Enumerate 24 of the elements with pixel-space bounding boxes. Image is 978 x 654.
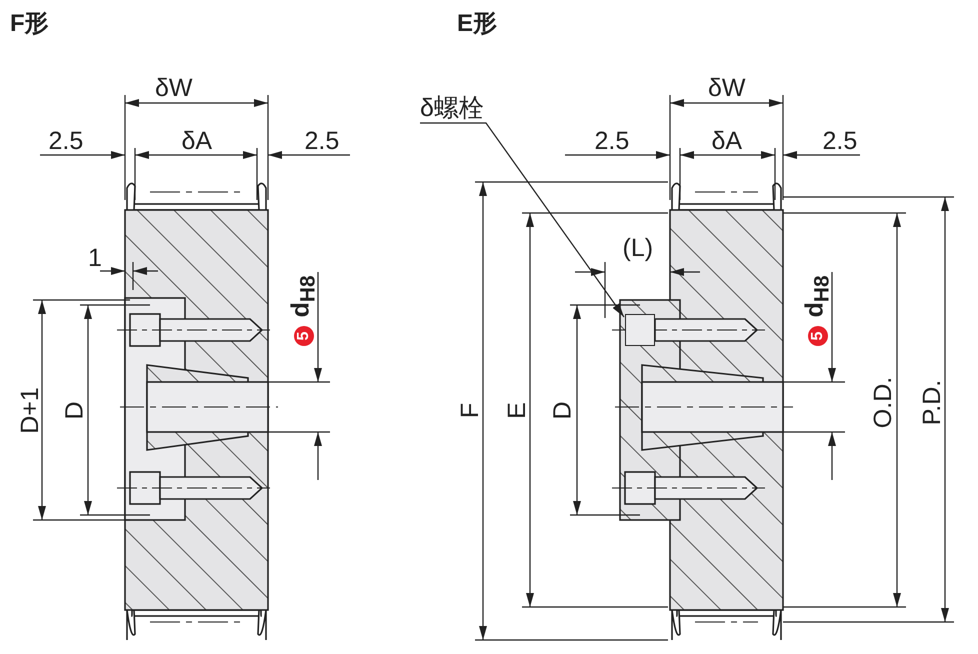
dimension-label: 2.5 [822, 128, 858, 154]
dimension-label: δW [708, 76, 746, 100]
leader-text: δ螺栓 [420, 96, 484, 121]
dimension-label: D [550, 400, 576, 420]
dimension-label: 2.5 [304, 128, 340, 154]
view-title: F形 [10, 12, 49, 36]
view-title: E形 [457, 12, 498, 36]
dimension-label: (L) [622, 236, 654, 260]
dimension-label: 1 [88, 246, 102, 270]
dimension-label: D+1 [17, 386, 42, 434]
leader-line [420, 122, 624, 318]
dimension-label: 2.5 [594, 128, 630, 154]
dimension-label: F [458, 402, 483, 418]
dimension-label: δA [712, 128, 742, 154]
dimension-label: O.D. [870, 376, 896, 428]
bolt-head [625, 314, 655, 346]
dimension-label: δA [182, 128, 212, 154]
dimension-label: 2.5 [48, 128, 84, 154]
dimension-label: D [62, 400, 88, 420]
callout-number: 5 [808, 326, 828, 346]
dimension-label: E [504, 402, 530, 418]
dimension-label: δW [155, 76, 193, 100]
dimension-label: P.D. [920, 379, 945, 425]
callout-number: 5 [294, 326, 314, 346]
